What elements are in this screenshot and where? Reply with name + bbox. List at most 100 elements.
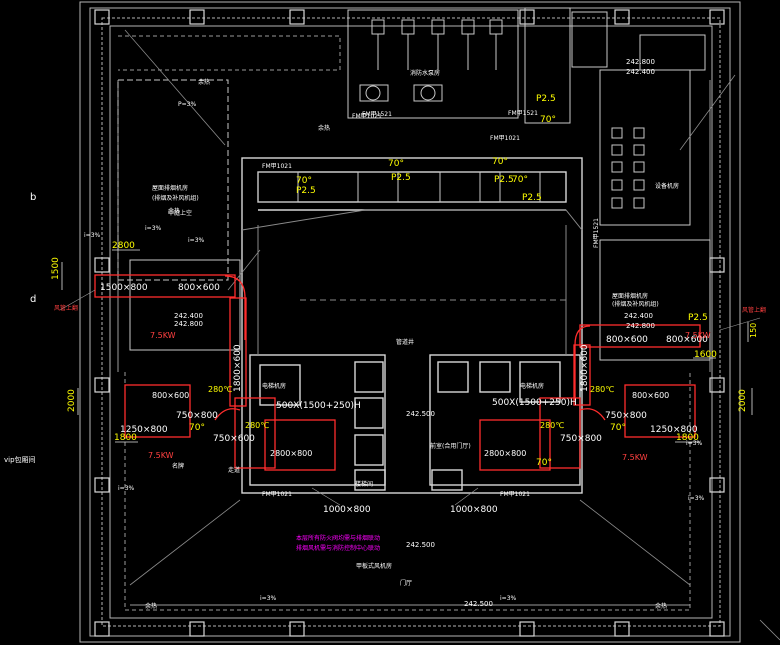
temp-70-6: 70° (189, 423, 205, 433)
fm-2: FM甲1021 (352, 113, 382, 120)
elev-242800-b: 242.800 (174, 320, 203, 328)
room-fan-right-sub: (排烟及补风机组) (612, 300, 659, 308)
dim-2000-right: 2000 (738, 389, 748, 412)
slope-5: i=3% (688, 495, 705, 502)
duct-800-right-small: 800×600 (632, 391, 669, 400)
fan-75kw-4: 7.5KW (622, 453, 648, 462)
elev-242400-a: 242.400 (174, 312, 203, 320)
p25-6: P2.5 (688, 313, 708, 323)
fan-75kw-3: 7.5KW (148, 451, 174, 460)
dim-1800-right: 1800 (676, 433, 699, 443)
dim-2800: 2800 (112, 241, 135, 251)
duct-1500x800: 1500×800 (100, 283, 148, 293)
dim-2000-left: 2000 (67, 389, 77, 412)
p25-5: P2.5 (536, 94, 556, 104)
kb-3: 余热 (145, 602, 157, 610)
room-well: 管道井 (396, 338, 414, 346)
elev-242400-b: 242.400 (624, 312, 653, 320)
kb-5: 余热 (318, 124, 330, 132)
room-elev-left: 电梯机房 (262, 382, 286, 390)
room-equip: 设备机房 (655, 182, 679, 190)
damper-labels: 70° 70° 70° 70° 70° 70° 70° 70° 280℃ 280… (189, 94, 708, 468)
duct-750-l1: 750×800 (176, 411, 218, 421)
slope-8: i=3% (686, 440, 703, 447)
dimension-lines (61, 249, 753, 443)
duct-500-right: 500X(1500+250)H (492, 398, 577, 408)
leader-lines (59, 289, 761, 506)
temp-70-5: 70° (540, 115, 556, 125)
dimension-texts: 2800 1500 2000 2000 1800 1800 1600 150 (51, 241, 758, 443)
duct-1000-right: 1000×800 (450, 505, 498, 515)
room-fan-right: 屋面排烟机房 (612, 292, 648, 300)
slope-1: i=3% (84, 232, 101, 239)
core-walls (241, 157, 583, 494)
room-pump: 消防水泵房 (410, 69, 440, 77)
duct-vert-right: 1800×600 (580, 344, 590, 392)
duct-800-left-small: 800×600 (152, 391, 189, 400)
roof-ridges (124, 29, 780, 641)
p25-4: P2.5 (522, 193, 542, 203)
duct-2800-right: 2800×800 (484, 449, 526, 458)
inlet-right: 风管上翻 (742, 306, 766, 314)
fm-8: FM甲1021 (500, 491, 530, 498)
elev-bottom: 242.500 (464, 600, 493, 608)
duct-1250-left: 1250×800 (120, 425, 168, 435)
slope-6: i=3% (260, 595, 277, 602)
axis-label-d: d (30, 294, 36, 305)
room-names: 消防水泵房 前室(合用门厅) 甲板式风机房 屋面排烟机房 (排烟及补风机组) 屋… (152, 69, 679, 587)
duct-vert-left: 1800×600 (233, 344, 243, 392)
misc-labels: 风管上翻 风管上翻 名牌 FM甲1021 FM甲1021 FM甲1021 FM甲… (54, 78, 766, 610)
duct-750-l2: 750×600 (213, 434, 255, 444)
elev-242400-c: 242.400 (626, 68, 655, 76)
temp-280-left: 280℃ (208, 385, 232, 394)
fm-4: FM甲1521 (508, 110, 538, 117)
inlet-left: 风管上翻 (54, 304, 78, 312)
room-mid: 中庭上空 (168, 209, 192, 217)
label-namep: 名牌 (172, 462, 184, 470)
elev-242800-c: 242.800 (626, 322, 655, 330)
room-parking: 甲板式风机房 (356, 562, 392, 570)
slope-3: i=3% (188, 237, 205, 244)
kb-4: 余热 (655, 602, 667, 610)
p25-1: P2.5 (296, 186, 316, 196)
elevation-labels: 242.500 242.500 242.500 242.400 242.400 … (174, 58, 655, 608)
fan-75kw-2: 7.5KW (685, 331, 711, 340)
fan-75kw-1: 7.5KW (150, 331, 176, 340)
temp-70-4: 70° (512, 175, 528, 185)
temp-280-left-2: 280℃ (245, 421, 269, 430)
dim-1500-left: 1500 (51, 257, 61, 280)
duct-2800-left: 2800×800 (270, 449, 312, 458)
duct-800x600-left: 800×600 (178, 283, 220, 293)
fm-5: FM甲1521 (593, 218, 600, 248)
duct-800x600-right-b: 800×600 (666, 335, 708, 345)
duct-750-r1: 750×800 (605, 411, 647, 421)
duct-size-labels: 1500×800 800×600 800×600 800×600 1800×60… (100, 283, 708, 515)
left-axis-labels: b d vip包厢间 (4, 192, 36, 464)
elev-center: 242.500 (406, 410, 435, 418)
slope-4: i=3% (118, 485, 135, 492)
room-lobby: 门厅 (400, 579, 412, 587)
room-fan-left: 屋面排烟机房 (152, 184, 188, 192)
room-hall: 前室(合用门厅) (430, 442, 471, 450)
column-markers (94, 9, 725, 637)
dim-1800-left: 1800 (114, 433, 137, 443)
slope-2: i=3% (145, 225, 162, 232)
temp-70-3: 70° (492, 157, 508, 167)
dim-150: 150 (749, 323, 758, 338)
room-elev-right: 电梯机房 (520, 382, 544, 390)
p25-3: P2.5 (494, 175, 514, 185)
smoke-ducts (94, 274, 701, 471)
dim-1600: 1600 (694, 350, 717, 360)
temp-70-2: 70° (388, 159, 404, 169)
temp-70-7: 70° (610, 423, 626, 433)
core-dashed (241, 209, 583, 355)
temp-280-right: 280℃ (590, 385, 614, 394)
design-notes: 本层所有防火阀均需与排烟联动 排烟风机需与消防控制中心联动 (296, 534, 380, 552)
upper-rooms (117, 7, 711, 361)
room-stair: 楼梯间 (355, 480, 373, 488)
fm-3: FM甲1021 (490, 135, 520, 142)
note-2: 排烟风机需与消防控制中心联动 (296, 544, 380, 552)
note-1: 本层所有防火阀均需与排烟联动 (296, 534, 380, 542)
pump-equipment (359, 19, 503, 102)
